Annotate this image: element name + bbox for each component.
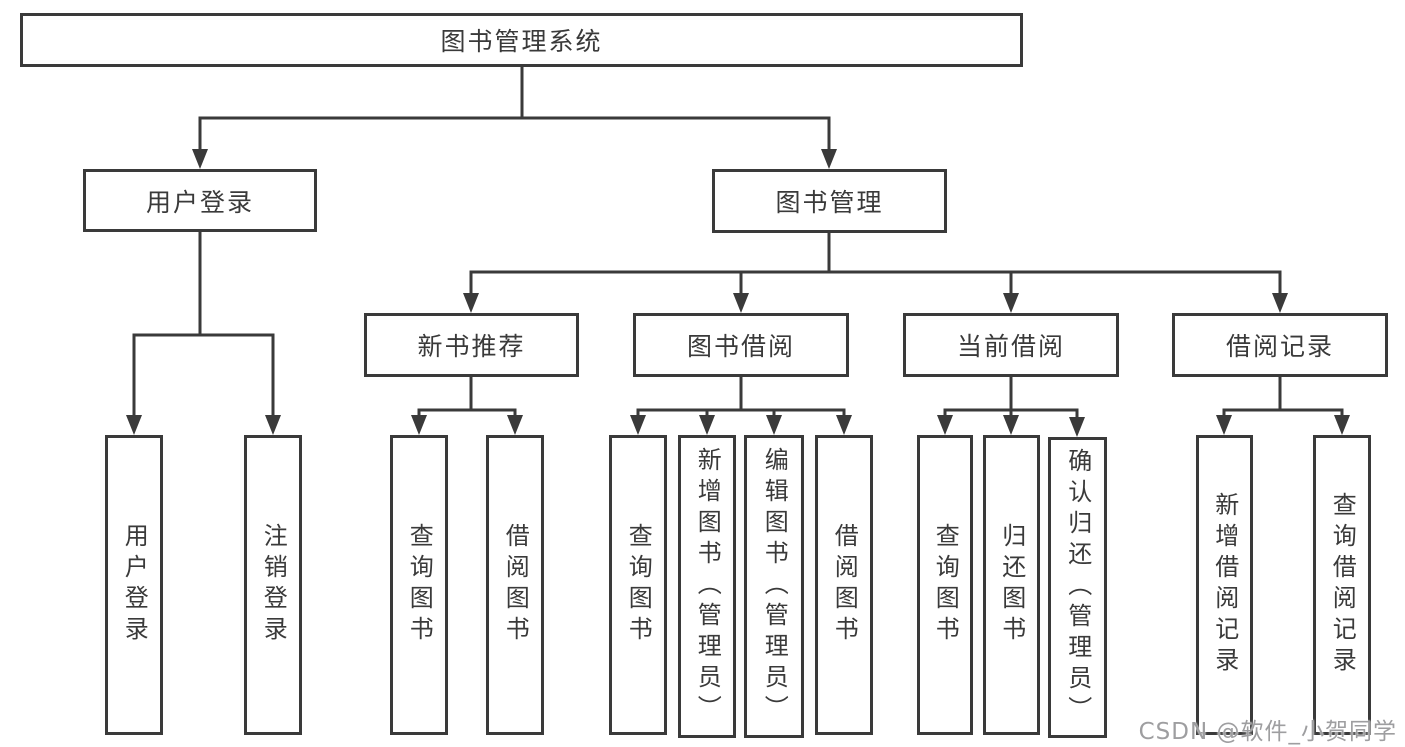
arrowhead-icon	[1216, 415, 1232, 435]
node-label-leaf-edit-books-admin: 编辑图书（管理员）	[760, 447, 789, 726]
node-leaf-add-borrow-record: 新增借阅记录	[1196, 435, 1253, 735]
node-label-user-login-group: 用户登录	[145, 187, 254, 217]
node-label-leaf-add-books-admin: 新增图书（管理员）	[693, 447, 722, 726]
node-current-borrowing: 当前借阅	[903, 313, 1119, 377]
csdn-watermark: CSDN @软件_小贺同学	[1138, 719, 1397, 745]
arrowhead-icon	[265, 415, 281, 435]
arrowhead-icon	[766, 415, 782, 435]
node-borrowing-records: 借阅记录	[1172, 313, 1388, 377]
node-label-leaf-borrow-books-2: 借阅图书	[830, 523, 859, 647]
arrowhead-icon	[507, 415, 523, 435]
arrowhead-icon	[1272, 293, 1288, 313]
arrowhead-icon	[192, 149, 208, 169]
arrowhead-icon	[126, 415, 142, 435]
connector-path	[417, 377, 517, 419]
arrowhead-icon	[699, 415, 715, 435]
node-label-root: 图书管理系统	[440, 27, 603, 56]
node-root: 图书管理系统	[20, 13, 1023, 67]
node-label-leaf-confirm-return-admin: 确认归还（管理员）	[1063, 448, 1092, 727]
node-leaf-query-borrow-record: 查询借阅记录	[1313, 435, 1371, 735]
node-label-leaf-return-books: 归还图书	[997, 523, 1026, 647]
node-leaf-borrow-books-rec: 借阅图书	[486, 435, 544, 735]
node-leaf-confirm-return-admin: 确认归还（管理员）	[1048, 437, 1107, 738]
node-user-login-group: 用户登录	[83, 169, 317, 232]
node-book-borrowing: 图书借阅	[633, 313, 849, 377]
node-label-book-borrowing: 图书借阅	[686, 332, 795, 361]
node-label-leaf-query-books-borrow: 查询图书	[624, 523, 653, 647]
node-label-leaf-user-login: 用户登录	[120, 523, 149, 647]
node-leaf-add-books-admin: 新增图书（管理员）	[678, 435, 736, 738]
node-leaf-edit-books-admin: 编辑图书（管理员）	[744, 435, 804, 738]
node-label-new-book-recommend: 新书推荐	[417, 332, 526, 361]
node-label-leaf-query-books-current: 查询图书	[931, 523, 960, 647]
node-leaf-query-books-borrow: 查询图书	[609, 435, 667, 735]
node-label-leaf-borrow-books-rec: 借阅图书	[501, 523, 530, 647]
arrowhead-icon	[1069, 417, 1085, 437]
node-label-book-mgmt-group: 图书管理	[775, 188, 884, 217]
arrowhead-icon	[1334, 415, 1350, 435]
node-book-mgmt-group: 图书管理	[712, 169, 947, 233]
node-new-book-recommend: 新书推荐	[364, 313, 579, 377]
node-label-leaf-add-borrow-record: 新增借阅记录	[1210, 492, 1239, 678]
node-label-current-borrowing: 当前借阅	[956, 332, 1065, 361]
arrowhead-icon	[821, 149, 837, 169]
node-label-leaf-query-borrow-record: 查询借阅记录	[1328, 492, 1357, 678]
arrowhead-icon	[733, 293, 749, 313]
arrowhead-icon	[463, 293, 479, 313]
node-leaf-query-books-rec: 查询图书	[390, 435, 448, 735]
node-label-borrowing-records: 借阅记录	[1225, 332, 1334, 361]
connector-path	[198, 66, 831, 153]
arrowhead-icon	[630, 415, 646, 435]
node-leaf-logout: 注销登录	[244, 435, 302, 735]
connector-path	[636, 377, 846, 419]
arrowhead-icon	[836, 415, 852, 435]
node-leaf-query-books-current: 查询图书	[917, 435, 973, 735]
node-label-leaf-query-books-rec: 查询图书	[405, 523, 434, 647]
node-leaf-user-login: 用户登录	[105, 435, 163, 735]
connector-path	[469, 233, 1282, 297]
connector-path	[132, 232, 275, 419]
arrowhead-icon	[411, 415, 427, 435]
arrowhead-icon	[1003, 415, 1019, 435]
node-label-leaf-logout: 注销登录	[259, 523, 288, 647]
connector-path	[1222, 377, 1344, 419]
node-leaf-borrow-books-2: 借阅图书	[815, 435, 873, 735]
connector-path	[943, 377, 1079, 421]
arrowhead-icon	[1003, 293, 1019, 313]
arrowhead-icon	[937, 415, 953, 435]
node-leaf-return-books: 归还图书	[983, 435, 1040, 735]
